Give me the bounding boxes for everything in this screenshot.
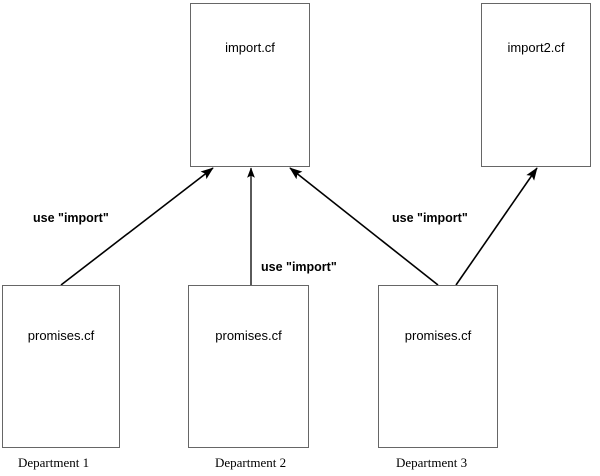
node-import2-cf[interactable]: import2.cf	[481, 3, 591, 167]
node-promises-cf-2-label: promises.cf	[215, 328, 282, 343]
edge-label-use-import-1: use "import"	[33, 211, 109, 225]
node-promises-cf-1[interactable]: promises.cf	[2, 285, 120, 448]
edge-group	[60, 167, 538, 286]
edge-label-use-import-3: use "import"	[392, 211, 468, 225]
caption-department-1: Department 1	[18, 455, 90, 470]
node-import2-cf-label: import2.cf	[507, 40, 565, 55]
node-import-cf[interactable]: import.cf	[190, 3, 310, 167]
node-import-cf-label: import.cf	[225, 40, 275, 55]
edge-dept3-to-import2	[455, 167, 538, 286]
node-promises-cf-1-label: promises.cf	[27, 328, 95, 343]
edge-dept3-to-import	[289, 167, 439, 286]
node-promises-cf-3-label: promises.cf	[404, 328, 472, 343]
node-promises-cf-2[interactable]: promises.cf	[188, 285, 309, 448]
caption-department-3: Department 3	[396, 455, 468, 470]
caption-department-2: Department 2	[215, 455, 287, 470]
edge-label-use-import-2: use "import"	[261, 260, 337, 274]
edge-dept1-to-import	[60, 167, 214, 286]
node-promises-cf-3[interactable]: promises.cf	[378, 285, 498, 448]
